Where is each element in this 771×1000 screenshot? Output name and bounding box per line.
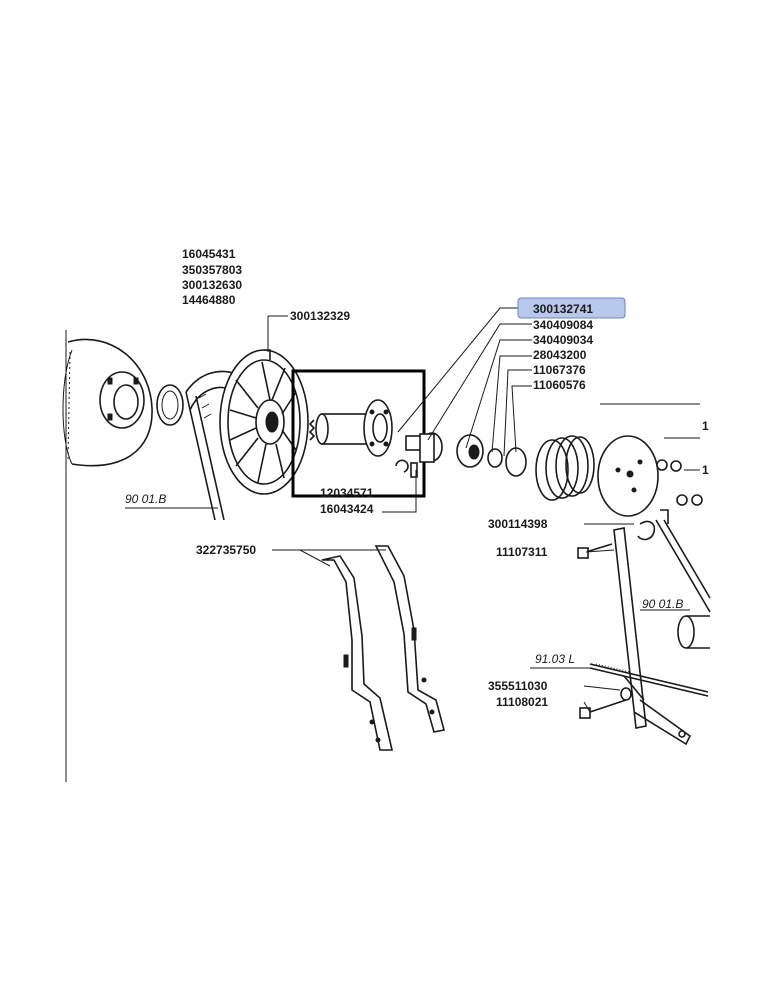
part-label-right-4: 28043200 (533, 348, 587, 362)
part-label-pulley: 300132329 (290, 309, 350, 323)
part-label-top-2: 350357803 (182, 263, 242, 277)
cylinder-right (677, 615, 710, 649)
part-label-washer: 355511030 (488, 679, 548, 693)
part-label-pin: 16043424 (320, 502, 374, 516)
highlighted-part-marker (517, 297, 626, 319)
part-label-right-3: 340409034 (533, 333, 593, 347)
left-snap-ring (156, 384, 184, 426)
ref-label-belt-left: 90 01.B (125, 492, 166, 506)
part-label-right-1[interactable]: 300132741 (533, 302, 593, 316)
rod-91 (589, 663, 709, 697)
leader-lines (125, 307, 700, 713)
part-label-right-2: 340409084 (533, 318, 593, 332)
spoked-pulley (219, 349, 309, 495)
nuts-right (656, 459, 703, 506)
lever-arm (613, 509, 711, 746)
part-label-right-6: 11060576 (533, 378, 586, 392)
part-label-top-1: 16045431 (182, 247, 236, 261)
part-label-bolt-upper: 11107311 (496, 545, 548, 559)
part-label-bracket: 322735750 (196, 543, 256, 557)
coil-spring (535, 435, 595, 501)
part-label-right-5: 11067376 (533, 363, 586, 377)
bushing-sleeve (405, 432, 443, 463)
part-label-clip: 300114398 (488, 517, 548, 531)
part-label-top-4: 14464880 (182, 293, 236, 307)
part-label-partial-2: 1 (702, 463, 709, 477)
bolt-lower (579, 699, 627, 719)
part-label-partial-1: 1 (702, 419, 709, 433)
part-label-bolt-lower: 11108021 (496, 695, 548, 709)
hub-shaft (308, 399, 418, 478)
part-label-hub: 12034571 (320, 486, 374, 500)
flywheel-disc (62, 338, 153, 467)
part-label-top-3: 300132630 (182, 278, 242, 292)
bearing (456, 434, 484, 468)
circlip-small (487, 448, 503, 468)
bolt-upper (577, 543, 613, 559)
bracket-right (374, 545, 445, 733)
washer-lower (620, 687, 632, 701)
ref-label-belt-right: 90 01.B (642, 597, 683, 611)
bracket-left (321, 555, 394, 751)
ref-label-rod: 91.03 L (535, 652, 575, 666)
circlip-large (505, 447, 527, 477)
pressure-plate (597, 435, 659, 517)
